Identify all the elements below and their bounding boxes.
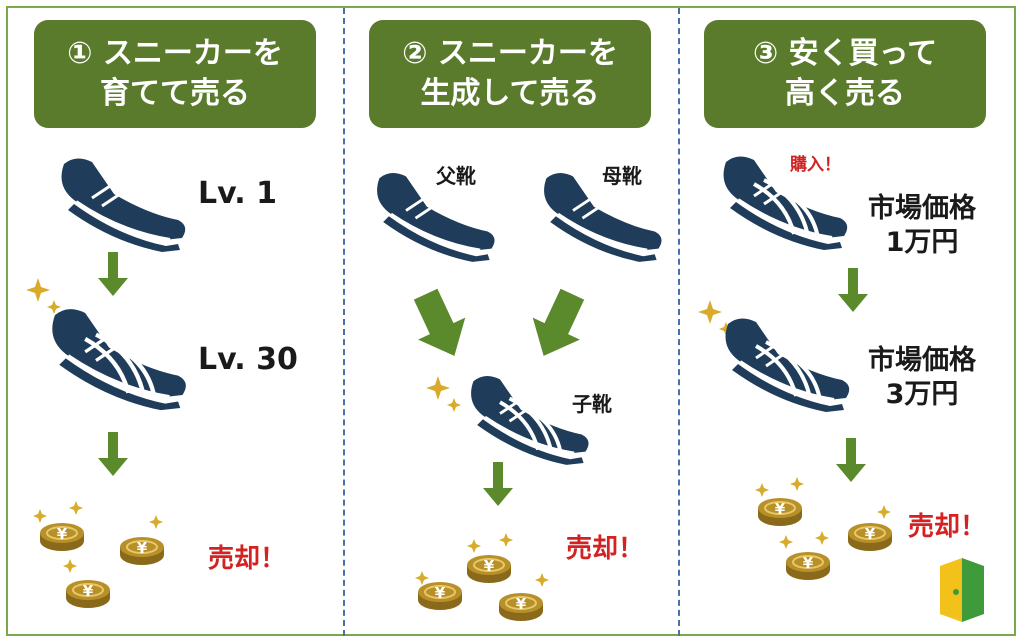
sparkle-icon — [415, 571, 429, 585]
coin-symbol: ¥ — [435, 584, 446, 602]
coin-symbol: ¥ — [57, 525, 68, 543]
father-shoe-label: 父靴 — [436, 164, 476, 188]
header-trade-line2: 高く売る — [785, 76, 905, 111]
sparkle-icon — [69, 501, 83, 515]
header-breed-line2: 生成して売る — [420, 76, 600, 111]
header-grow-line2: 育てて売る — [100, 76, 250, 111]
buy-label: 購入！ — [790, 155, 841, 175]
down-arrow-icon — [98, 252, 128, 296]
column-divider-2 — [678, 8, 680, 636]
coin-symbol: ¥ — [803, 554, 814, 572]
sparkle-icon — [499, 533, 513, 547]
sparkle-icon — [63, 559, 77, 573]
sparkle-icon — [149, 515, 163, 529]
sparkle-icon — [877, 505, 891, 519]
market-price-low-value: 1万円 — [885, 227, 959, 258]
down-arrow-icon — [402, 283, 478, 367]
sparkle-icon — [535, 573, 549, 587]
sparkle-icon — [26, 278, 61, 314]
header-grow-line1: ① スニーカーを — [67, 36, 283, 71]
sell-label: 売却！ — [208, 544, 287, 574]
sparkle-icon — [779, 535, 793, 549]
sparkle-icon — [467, 539, 481, 553]
market-price-high-title: 市場価格 — [868, 345, 976, 376]
sneaker-icon — [471, 376, 588, 465]
market-price-high-value: 3万円 — [885, 379, 959, 410]
sparkle-icon — [815, 531, 829, 545]
header-breed-line1: ② スニーカーを — [402, 36, 618, 71]
sparkle-icon — [755, 483, 769, 497]
coin-symbol: ¥ — [516, 595, 527, 613]
down-arrow-icon — [836, 438, 866, 482]
coin-symbol: ¥ — [865, 525, 876, 543]
level-30-label: Lv. 30 — [198, 342, 298, 377]
column-divider-1 — [343, 8, 345, 636]
market-price-low: 市場価格 1万円 — [852, 192, 992, 260]
sell-label: 売却！ — [908, 512, 987, 542]
sparkle-icon — [426, 376, 461, 412]
down-arrow-icon — [520, 283, 596, 367]
header-breed: ② スニーカーを 生成して売る — [369, 20, 651, 128]
coin-symbol: ¥ — [484, 557, 495, 575]
down-arrow-icon — [483, 462, 513, 506]
market-price-low-title: 市場価格 — [868, 193, 976, 224]
header-grow: ① スニーカーを 育てて売る — [34, 20, 316, 128]
header-trade-line1: ③ 安く買って — [752, 36, 938, 71]
sneaker-icon — [52, 309, 186, 410]
outer-frame — [6, 6, 1016, 636]
header-trade: ③ 安く買って 高く売る — [704, 20, 986, 128]
coin-symbol: ¥ — [775, 500, 786, 518]
down-arrow-icon — [838, 268, 868, 312]
mother-shoe-label: 母靴 — [602, 164, 642, 188]
sparkle-icon — [790, 477, 804, 491]
child-shoe-label: 子靴 — [572, 392, 612, 416]
coin-symbol: ¥ — [83, 582, 94, 600]
sell-label: 売却！ — [566, 534, 645, 564]
down-arrow-icon — [98, 432, 128, 476]
coin-symbol: ¥ — [137, 539, 148, 557]
level-1-label: Lv. 1 — [198, 176, 277, 211]
sparkle-icon — [33, 509, 47, 523]
sneaker-icon — [726, 318, 850, 412]
sneaker-icon — [59, 156, 188, 254]
door-logo-icon — [940, 558, 984, 622]
market-price-high: 市場価格 3万円 — [852, 344, 992, 412]
